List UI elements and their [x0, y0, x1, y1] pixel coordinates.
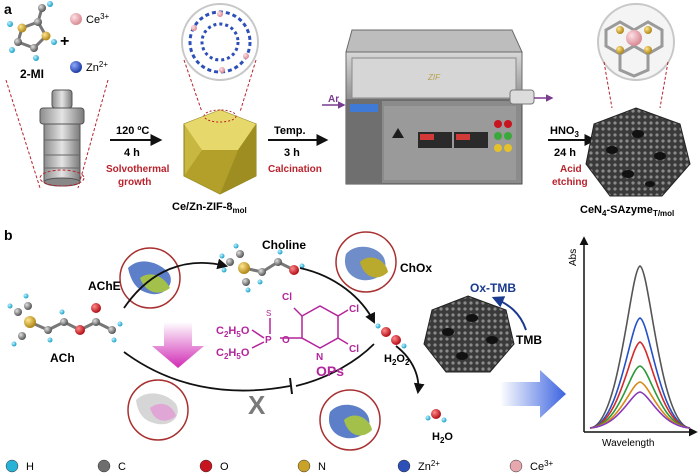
- ops-o-atom: O: [282, 335, 290, 346]
- step3-time: 24 h: [554, 147, 576, 159]
- ops-n-atom: N: [316, 352, 323, 363]
- legend-label-n: N: [318, 461, 326, 473]
- cen4-sazyme-particle: [585, 107, 691, 197]
- ach-label: ACh: [50, 351, 75, 365]
- inhibition-cross: X: [248, 390, 266, 420]
- detection-arrow: [500, 370, 566, 418]
- tube-furnace-icon: [322, 29, 554, 185]
- step2-time: 3 h: [284, 147, 300, 159]
- panel-b-label: b: [4, 227, 13, 243]
- legend-swatch-h: [5, 459, 19, 473]
- step2-method: Calcination: [268, 164, 322, 175]
- legend-label-c: C: [118, 461, 126, 473]
- furnace-brand: ZIF: [427, 73, 441, 82]
- ache-enzyme-icon: [119, 247, 181, 309]
- step3-method-line2: etching: [552, 177, 588, 188]
- legend-label-ce: Ce3+: [530, 459, 554, 473]
- zn-ion-icon: [70, 61, 82, 73]
- step2-temperature: Temp.: [274, 125, 306, 137]
- atom-legend: H C O N Zn2+ Ce3+: [5, 459, 554, 473]
- legend-label-zn: Zn2+: [418, 459, 440, 473]
- ops-ethoxy-1: C2H5O: [216, 325, 250, 339]
- plus-sign: +: [60, 33, 69, 50]
- ligand-label: 2-MI: [20, 67, 44, 81]
- inhibition-arrow: [152, 322, 204, 368]
- legend-swatch-n: [297, 459, 311, 473]
- panel-a-label: a: [4, 1, 12, 17]
- legend-swatch-ce: [509, 459, 523, 473]
- sazyme-product-label: CeN4-SAzymeT/mol: [580, 204, 674, 218]
- step1-method-line1: Solvothermal: [106, 164, 170, 175]
- legend-swatch-o: [199, 459, 213, 473]
- inhibited-ache-icon: [127, 379, 189, 441]
- h2o-molecule: [425, 409, 447, 423]
- ox-tmb-label: Ox-TMB: [470, 281, 516, 295]
- ach-to-choline-arrow: [123, 258, 229, 309]
- ops-s-atom: S: [266, 309, 271, 318]
- zif8-product-label: Ce/Zn-ZIF-8mol: [172, 201, 247, 215]
- legend-swatch-c: [97, 459, 111, 473]
- h2o-label: H2O: [432, 431, 453, 445]
- single-atom-site-zoom: [597, 3, 675, 81]
- 2-methylimidazole-molecule: [7, 1, 57, 61]
- ops-cl-top: Cl: [282, 292, 292, 303]
- chox-enzyme-lower-icon: [319, 389, 381, 451]
- spectrum-y-label: Abs: [568, 249, 579, 266]
- zn-ion-label: Zn2+: [86, 60, 108, 74]
- legend-swatch-zn: [397, 459, 411, 473]
- zif8-framework-zoom: [181, 3, 259, 81]
- ops-ethoxy-2: C2H5O: [216, 347, 250, 361]
- ce-ion-label: Ce3+: [86, 12, 110, 26]
- autoclave-icon: [39, 89, 85, 187]
- ops-label: OPs: [316, 363, 344, 379]
- step1-method-line2: growth: [118, 177, 151, 188]
- ops-p-atom: P: [265, 335, 272, 346]
- ops-cl-right-top: Cl: [349, 304, 359, 315]
- step3-reagent: HNO3: [550, 125, 579, 139]
- organophosphate-structure: [251, 305, 349, 349]
- step1-time: 4 h: [124, 147, 140, 159]
- choline-to-h2o2-arrow: [299, 267, 375, 324]
- tmb-oxidation-arrow: [491, 296, 527, 331]
- step1-temperature: 120 ºC: [116, 125, 149, 137]
- tmb-label: TMB: [516, 333, 542, 347]
- argon-label: Ar: [328, 94, 339, 105]
- ops-cl-right: Cl: [349, 344, 359, 355]
- legend-label-h: H: [26, 461, 34, 473]
- h2o2-to-h2o-arrow: [395, 345, 425, 395]
- spectrum-x-label: Wavelength: [602, 438, 654, 449]
- chox-label: ChOx: [400, 261, 432, 275]
- h2o2-label: H2O2: [384, 353, 410, 367]
- sazyme-catalyst-particle: [423, 295, 515, 373]
- h2o2-molecule: [375, 323, 407, 349]
- chox-enzyme-icon: [335, 231, 397, 293]
- ce-ion-icon: [70, 13, 82, 25]
- step3-method-line1: Acid: [560, 164, 582, 175]
- zif8-crystal: [183, 109, 257, 195]
- absorbance-spectrum: [579, 236, 698, 437]
- legend-label-o: O: [220, 461, 229, 473]
- inhibited-pathway-arrow: [123, 351, 291, 392]
- ache-label: AChE: [88, 279, 121, 293]
- acetylcholine-molecule: [7, 293, 123, 347]
- choline-label: Choline: [262, 238, 306, 252]
